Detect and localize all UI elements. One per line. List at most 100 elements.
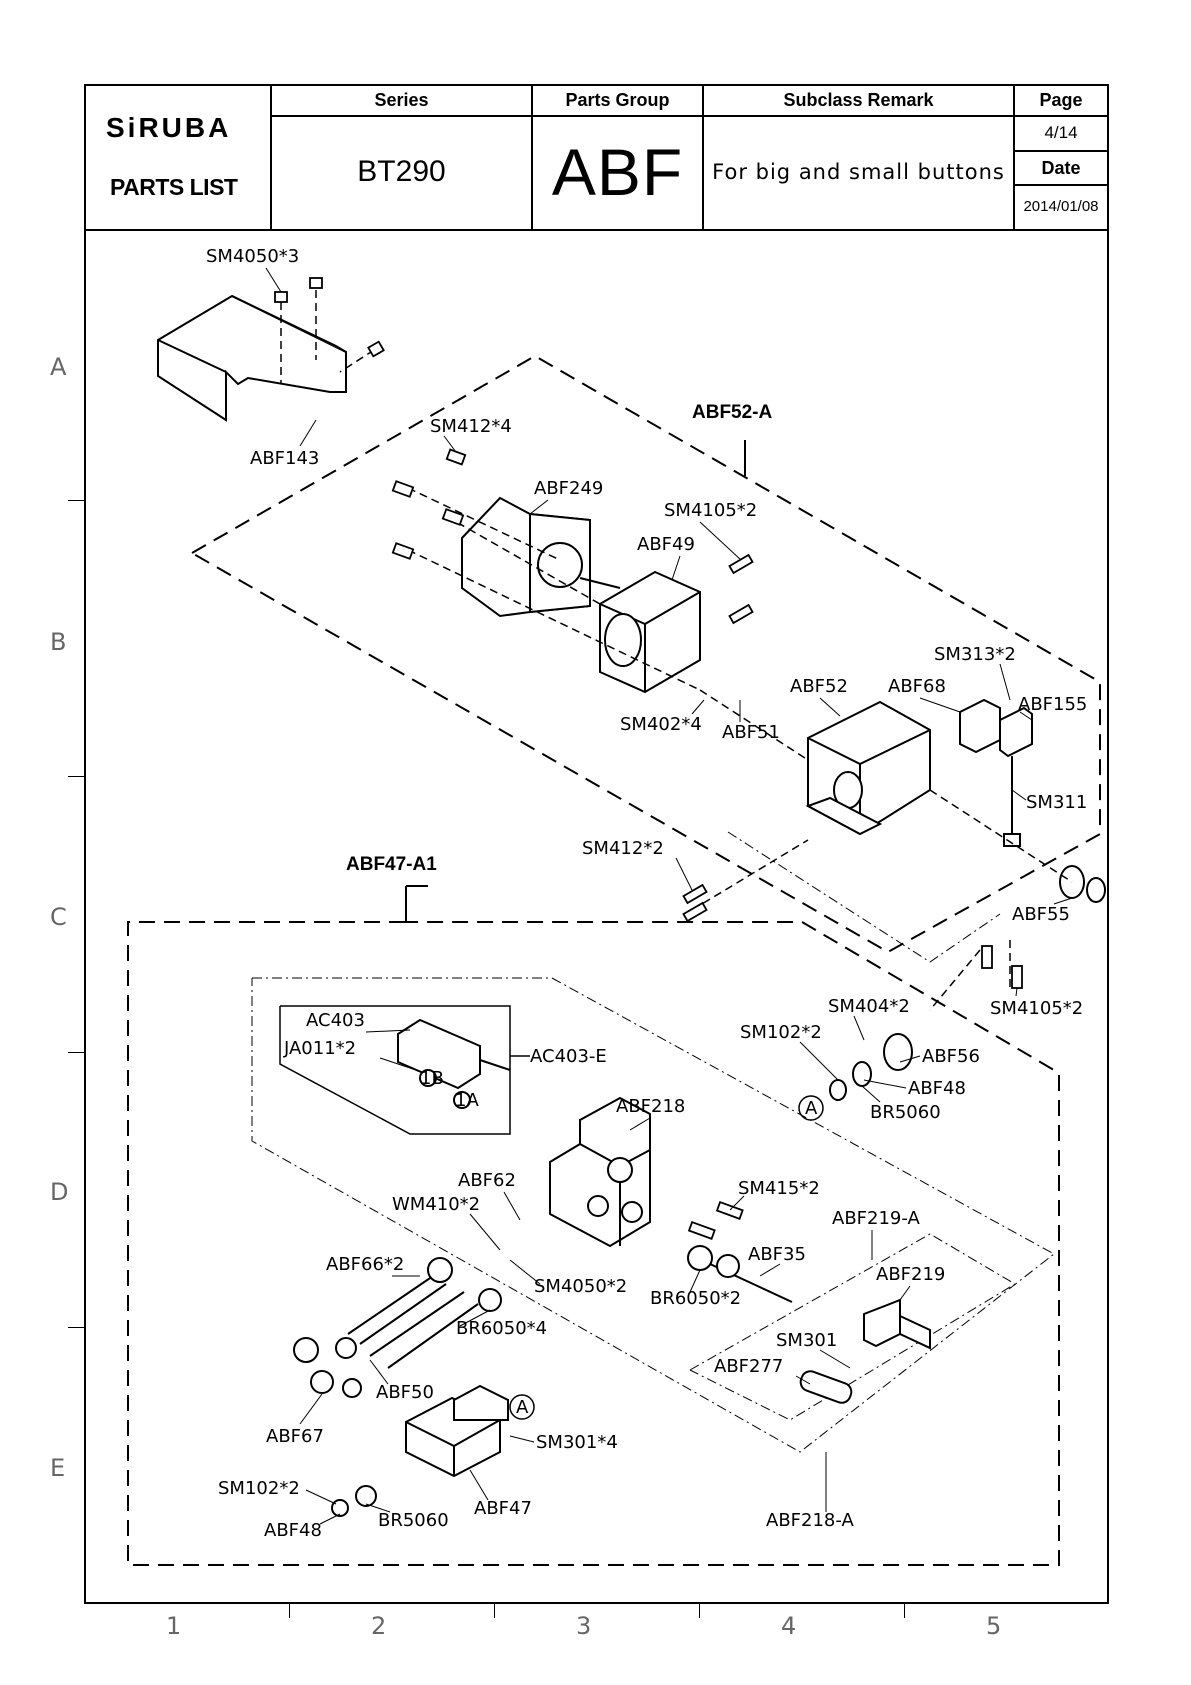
label-sm313-2: SM313*2 bbox=[934, 644, 1016, 665]
label-abf143: ABF143 bbox=[250, 448, 319, 469]
col-label-5: 5 bbox=[986, 1612, 1002, 1640]
label-ac403: AC403 bbox=[306, 1010, 365, 1031]
assembly-boundary-lower bbox=[127, 921, 1060, 1566]
page-value: 4/14 bbox=[1015, 115, 1107, 152]
label-br6050-2: BR6050*2 bbox=[650, 1288, 741, 1309]
col-divider bbox=[904, 1604, 905, 1618]
page-label: Page bbox=[1015, 86, 1107, 117]
label-sm4050-3: SM4050*3 bbox=[206, 246, 299, 267]
label-abf51: ABF51 bbox=[722, 722, 780, 743]
label-abf48a: ABF48 bbox=[908, 1078, 966, 1099]
label-abf49: ABF49 bbox=[637, 534, 695, 555]
col-label-1: 1 bbox=[166, 1612, 182, 1640]
bracket-abf49-shape bbox=[599, 570, 701, 694]
page-cell: Page 4/14 Date 2014/01/08 bbox=[1015, 86, 1107, 229]
label-abf35: ABF35 bbox=[748, 1244, 806, 1265]
parts-group-cell: Parts Group ABF bbox=[533, 86, 704, 229]
label-abf52: ABF52 bbox=[790, 676, 848, 697]
label-sm311: SM311 bbox=[1026, 792, 1087, 813]
row-label-c: C bbox=[50, 903, 67, 931]
label-abf249: ABF249 bbox=[534, 478, 603, 499]
col-label-4: 4 bbox=[781, 1612, 797, 1640]
label-sm301: SM301 bbox=[776, 1330, 837, 1351]
label-abf277: ABF277 bbox=[714, 1356, 783, 1377]
brand-cell: SiRUBA PARTS LIST bbox=[86, 86, 272, 229]
label-abf47-a1: ABF47-A1 bbox=[346, 854, 437, 875]
label-abf66-2: ABF66*2 bbox=[326, 1254, 404, 1275]
col-divider bbox=[699, 1604, 700, 1618]
subclass-cell: Subclass Remark For big and small button… bbox=[704, 86, 1015, 229]
bracket-abf47-shape bbox=[331, 1384, 509, 1517]
label-abf218-a: ABF218-A bbox=[766, 1510, 854, 1531]
label-sm402-4: SM402*4 bbox=[620, 714, 702, 735]
row-divider bbox=[68, 500, 84, 501]
col-divider bbox=[494, 1604, 495, 1618]
row-label-b: B bbox=[50, 628, 67, 656]
screw-leaders bbox=[280, 290, 1073, 1011]
assembly-boundary-slide bbox=[689, 1233, 1016, 1421]
subclass-label: Subclass Remark bbox=[704, 86, 1013, 117]
marker-a-upper: A bbox=[805, 1098, 818, 1119]
label-wm410-2: WM410*2 bbox=[392, 1194, 480, 1215]
col-divider bbox=[289, 1604, 290, 1618]
parts-group-label: Parts Group bbox=[533, 86, 702, 117]
label-sm404-2: SM404*2 bbox=[828, 996, 910, 1017]
label-sm102-2b: SM102*2 bbox=[218, 1478, 300, 1499]
label-abf67: ABF67 bbox=[266, 1426, 324, 1447]
brand-logo: SiRUBA bbox=[106, 112, 232, 143]
part-labels: SM4050*3 ABF143 SM412*4 ABF52-A ABF249 S… bbox=[206, 246, 1087, 1541]
label-sm4050-2: SM4050*2 bbox=[534, 1276, 627, 1297]
parts-group-value: ABF bbox=[551, 135, 684, 209]
label-abf219: ABF219 bbox=[876, 1264, 945, 1285]
label-abf218: ABF218 bbox=[616, 1096, 685, 1117]
label-abf47: ABF47 bbox=[474, 1498, 532, 1519]
label-sm4105-2a: SM4105*2 bbox=[664, 500, 757, 521]
subclass-remark: For big and small buttons bbox=[712, 160, 1005, 184]
label-br6050-4: BR6050*4 bbox=[456, 1318, 547, 1339]
label-br5060a: BR5060 bbox=[870, 1102, 941, 1123]
row-label-a: A bbox=[50, 353, 67, 381]
parts-list-title: PARTS LIST bbox=[110, 174, 238, 200]
cover-abf143-shape bbox=[157, 294, 347, 422]
assembly-boundary-block bbox=[251, 977, 1055, 1453]
col-label-2: 2 bbox=[371, 1612, 387, 1640]
assembly-boundary-upper bbox=[189, 354, 1101, 954]
label-abf219-a: ABF219-A bbox=[832, 1208, 920, 1229]
parts-sheet-frame: SiRUBA PARTS LIST Series BT290 Parts Gro… bbox=[84, 84, 1109, 1604]
label-br5060b: BR5060 bbox=[378, 1510, 449, 1531]
label-sm415-2: SM415*2 bbox=[738, 1178, 820, 1199]
title-block: SiRUBA PARTS LIST Series BT290 Parts Gro… bbox=[86, 86, 1107, 231]
date-label: Date bbox=[1015, 152, 1107, 186]
motor-abf249-shape bbox=[461, 496, 621, 618]
gear-abf56-shape bbox=[829, 1033, 913, 1101]
row-label-d: D bbox=[50, 1178, 69, 1206]
series-label: Series bbox=[272, 86, 531, 117]
row-divider bbox=[68, 776, 84, 777]
gear-abf55-shape bbox=[1059, 865, 1106, 903]
label-abf68: ABF68 bbox=[888, 676, 946, 697]
block-abf218-shape bbox=[549, 1096, 651, 1248]
label-leaders bbox=[265, 267, 1073, 1525]
series-cell: Series BT290 bbox=[272, 86, 533, 229]
series-value: BT290 bbox=[357, 155, 446, 188]
cylinder-ac403-shape bbox=[397, 1018, 511, 1109]
cylinder-frame bbox=[279, 1005, 511, 1135]
label-sm412-2: SM412*2 bbox=[582, 838, 664, 859]
label-abf52-a: ABF52-A bbox=[692, 402, 773, 423]
label-port-1a: 1A bbox=[455, 1090, 479, 1111]
label-port-1b: 1B bbox=[420, 1068, 444, 1089]
screws-shape bbox=[274, 277, 1023, 1240]
slide-abf219-shape bbox=[799, 1298, 931, 1404]
label-abf55: ABF55 bbox=[1012, 904, 1070, 925]
label-abf48b: ABF48 bbox=[264, 1520, 322, 1541]
row-label-e: E bbox=[50, 1454, 66, 1482]
col-label-3: 3 bbox=[576, 1612, 592, 1640]
marker-a-lower: A bbox=[516, 1397, 529, 1418]
label-abf56: ABF56 bbox=[922, 1046, 980, 1067]
label-abf62: ABF62 bbox=[458, 1170, 516, 1191]
row-divider bbox=[68, 1052, 84, 1053]
label-sm301-4: SM301*4 bbox=[536, 1432, 618, 1453]
row-divider bbox=[68, 1327, 84, 1328]
assembly-leader bbox=[727, 831, 1001, 963]
